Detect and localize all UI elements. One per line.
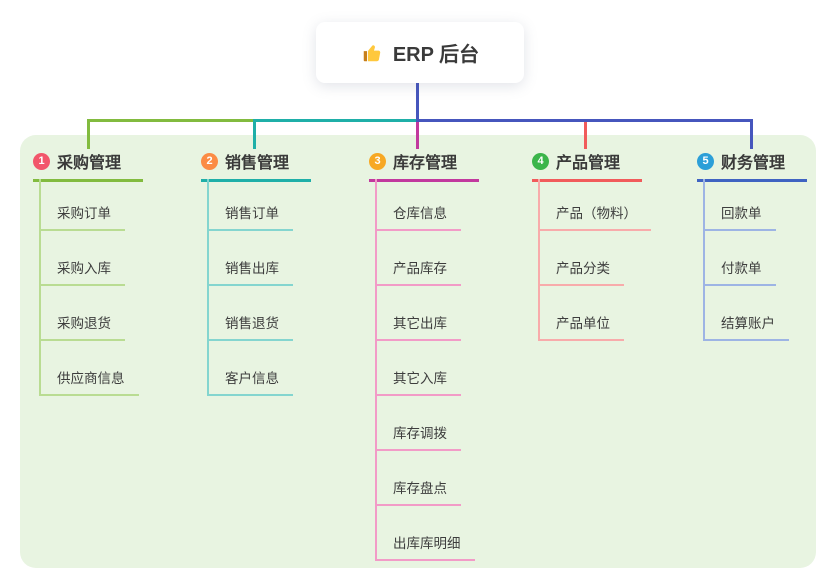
branch-sales-title: 销售管理 <box>225 155 290 172</box>
child-node[interactable]: 销售退货 <box>207 316 293 341</box>
child-node[interactable]: 客户信息 <box>207 371 293 396</box>
branch-product-header[interactable]: 4 产品管理 <box>532 149 642 182</box>
drop-line-branch2 <box>253 119 256 149</box>
branch-purchase: 1 采购管理 采购订单 采购入库 采购退货 供应商信息 <box>33 149 143 396</box>
child-node[interactable]: 销售订单 <box>207 206 293 231</box>
child-node[interactable]: 仓库信息 <box>375 206 461 231</box>
child-node[interactable]: 采购订单 <box>39 206 125 231</box>
branch-finance-title: 财务管理 <box>721 155 786 172</box>
child-node[interactable]: 其它出库 <box>375 316 461 341</box>
branch-inventory-trunk-line <box>375 179 377 561</box>
branch-inventory-title: 库存管理 <box>393 155 458 172</box>
child-node[interactable]: 回款单 <box>703 206 776 231</box>
branch-product-trunk-line <box>538 179 540 341</box>
child-node[interactable]: 付款单 <box>703 261 776 286</box>
drop-line-branch5 <box>750 119 753 149</box>
branch-product-title: 产品管理 <box>556 155 621 172</box>
branch-finance-header[interactable]: 5 财务管理 <box>697 149 807 182</box>
branch-sales: 2 销售管理 销售订单 销售出库 销售退货 客户信息 <box>201 149 311 396</box>
badge-4-icon: 4 <box>532 152 549 170</box>
child-node[interactable]: 产品单位 <box>538 316 624 341</box>
branch-finance-trunk-line <box>703 179 705 341</box>
child-node[interactable]: 其它入库 <box>375 371 461 396</box>
branch-finance: 5 财务管理 回款单 付款单 结算账户 <box>697 149 807 341</box>
branch-sales-header[interactable]: 2 销售管理 <box>201 149 311 182</box>
child-node[interactable]: 产品（物料） <box>538 206 651 231</box>
child-node[interactable]: 库存调拨 <box>375 426 461 451</box>
root-node[interactable]: ERP 后台 <box>316 22 524 83</box>
child-node[interactable]: 产品分类 <box>538 261 624 286</box>
bus-segment-teal <box>253 119 418 122</box>
badge-5-icon: 5 <box>697 152 714 170</box>
drop-line-branch4 <box>584 122 587 149</box>
child-node[interactable]: 出库库明细 <box>375 536 475 561</box>
child-node[interactable]: 销售出库 <box>207 261 293 286</box>
branch-purchase-header[interactable]: 1 采购管理 <box>33 149 143 182</box>
child-node[interactable]: 采购入库 <box>39 261 125 286</box>
badge-1-icon: 1 <box>33 152 50 170</box>
branch-inventory: 3 库存管理 仓库信息 产品库存 其它出库 其它入库 库存调拨 库存盘点 出库库… <box>369 149 479 561</box>
bus-segment-green <box>87 119 254 122</box>
drop-line-branch1 <box>87 119 90 149</box>
child-node[interactable]: 产品库存 <box>375 261 461 286</box>
thumbs-up-icon <box>361 42 383 64</box>
badge-2-icon: 2 <box>201 152 218 170</box>
badge-3-icon: 3 <box>369 152 386 170</box>
drop-line-branch3 <box>416 122 419 149</box>
bus-segment-blue <box>416 119 753 122</box>
branch-product: 4 产品管理 产品（物料） 产品分类 产品单位 <box>532 149 651 341</box>
root-node-label: ERP 后台 <box>392 44 480 66</box>
branch-sales-trunk-line <box>207 179 209 396</box>
branch-purchase-title: 采购管理 <box>57 155 122 172</box>
child-node[interactable]: 库存盘点 <box>375 481 461 506</box>
child-node[interactable]: 结算账户 <box>703 316 789 341</box>
child-node[interactable]: 供应商信息 <box>39 371 139 396</box>
branches-background-panel <box>20 135 816 568</box>
root-connector-line <box>416 83 419 122</box>
branch-purchase-trunk-line <box>39 179 41 396</box>
branch-inventory-header[interactable]: 3 库存管理 <box>369 149 479 182</box>
child-node[interactable]: 采购退货 <box>39 316 125 341</box>
